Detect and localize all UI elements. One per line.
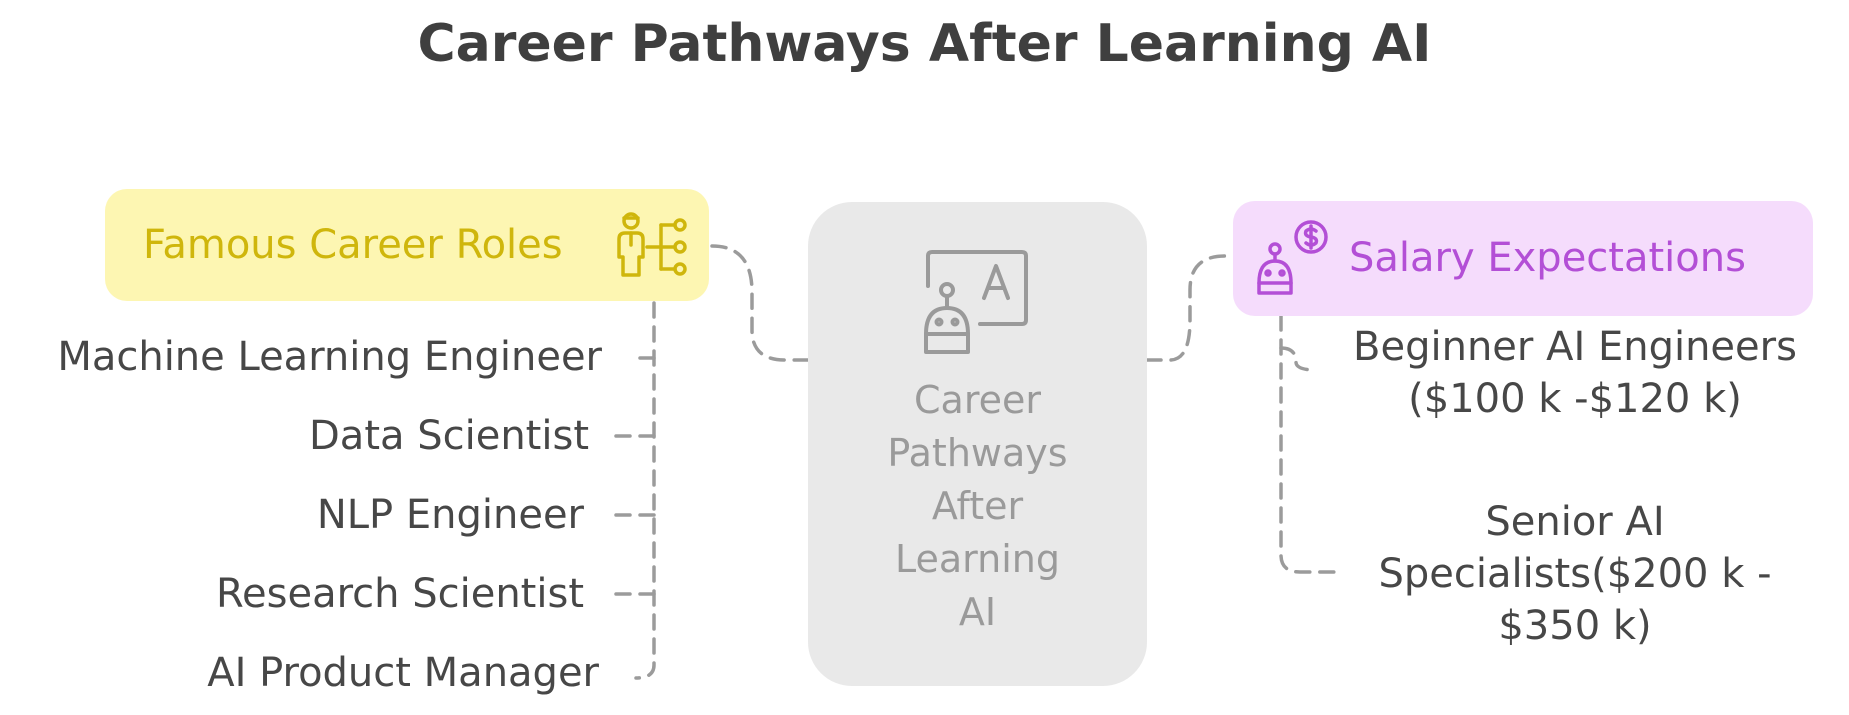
famous-career-roles-node: Famous Career Roles [105, 189, 709, 301]
career-role-item: Data Scientist [309, 413, 589, 459]
career-role-item: Machine Learning Engineer [57, 334, 602, 380]
robot-letter-a-icon [922, 248, 1034, 360]
diagram-title: Career Pathways After Learning AI [417, 14, 1432, 74]
salary-item-line: Specialists($200 k - [1378, 551, 1772, 597]
center-node-label: Career Pathways After Learning AI [808, 374, 1147, 639]
career-role-item: AI Product Manager [207, 650, 599, 696]
career-role-item: Research Scientist [216, 571, 584, 617]
center-label-line: AI [958, 590, 997, 634]
center-label-line: Career [914, 378, 1041, 422]
career-role-item: NLP Engineer [316, 492, 584, 538]
connector-left-trunk [634, 301, 656, 680]
center-label-line: Learning [895, 537, 1060, 581]
salary-item-beginner: Beginner AI Engineers ($100 k -$120 k) [1330, 321, 1820, 425]
salary-item-senior: Senior AI Specialists($200 k - $350 k) [1340, 496, 1810, 652]
center-label-line: Pathways [887, 431, 1068, 475]
person-network-icon [613, 211, 693, 281]
robot-dollar-icon [1255, 219, 1335, 299]
salary-item-line: Beginner AI Engineers [1353, 324, 1797, 370]
career-pathways-center-node: Career Pathways After Learning AI [808, 202, 1147, 686]
connector-right-leaf-1 [1279, 346, 1318, 372]
salary-item-line: ($100 k -$120 k) [1408, 376, 1742, 422]
salary-item-line: Senior AI [1485, 499, 1665, 545]
salary-expectations-label: Salary Expectations [1349, 235, 1746, 281]
famous-career-roles-label: Famous Career Roles [143, 222, 563, 268]
center-label-line: After [931, 484, 1024, 528]
connector-right-trunk [1279, 314, 1342, 574]
connector-left-to-center [710, 244, 810, 362]
salary-item-line: $350 k) [1498, 603, 1652, 649]
salary-expectations-node: Salary Expectations [1233, 201, 1813, 316]
connector-center-to-right [1145, 254, 1235, 362]
